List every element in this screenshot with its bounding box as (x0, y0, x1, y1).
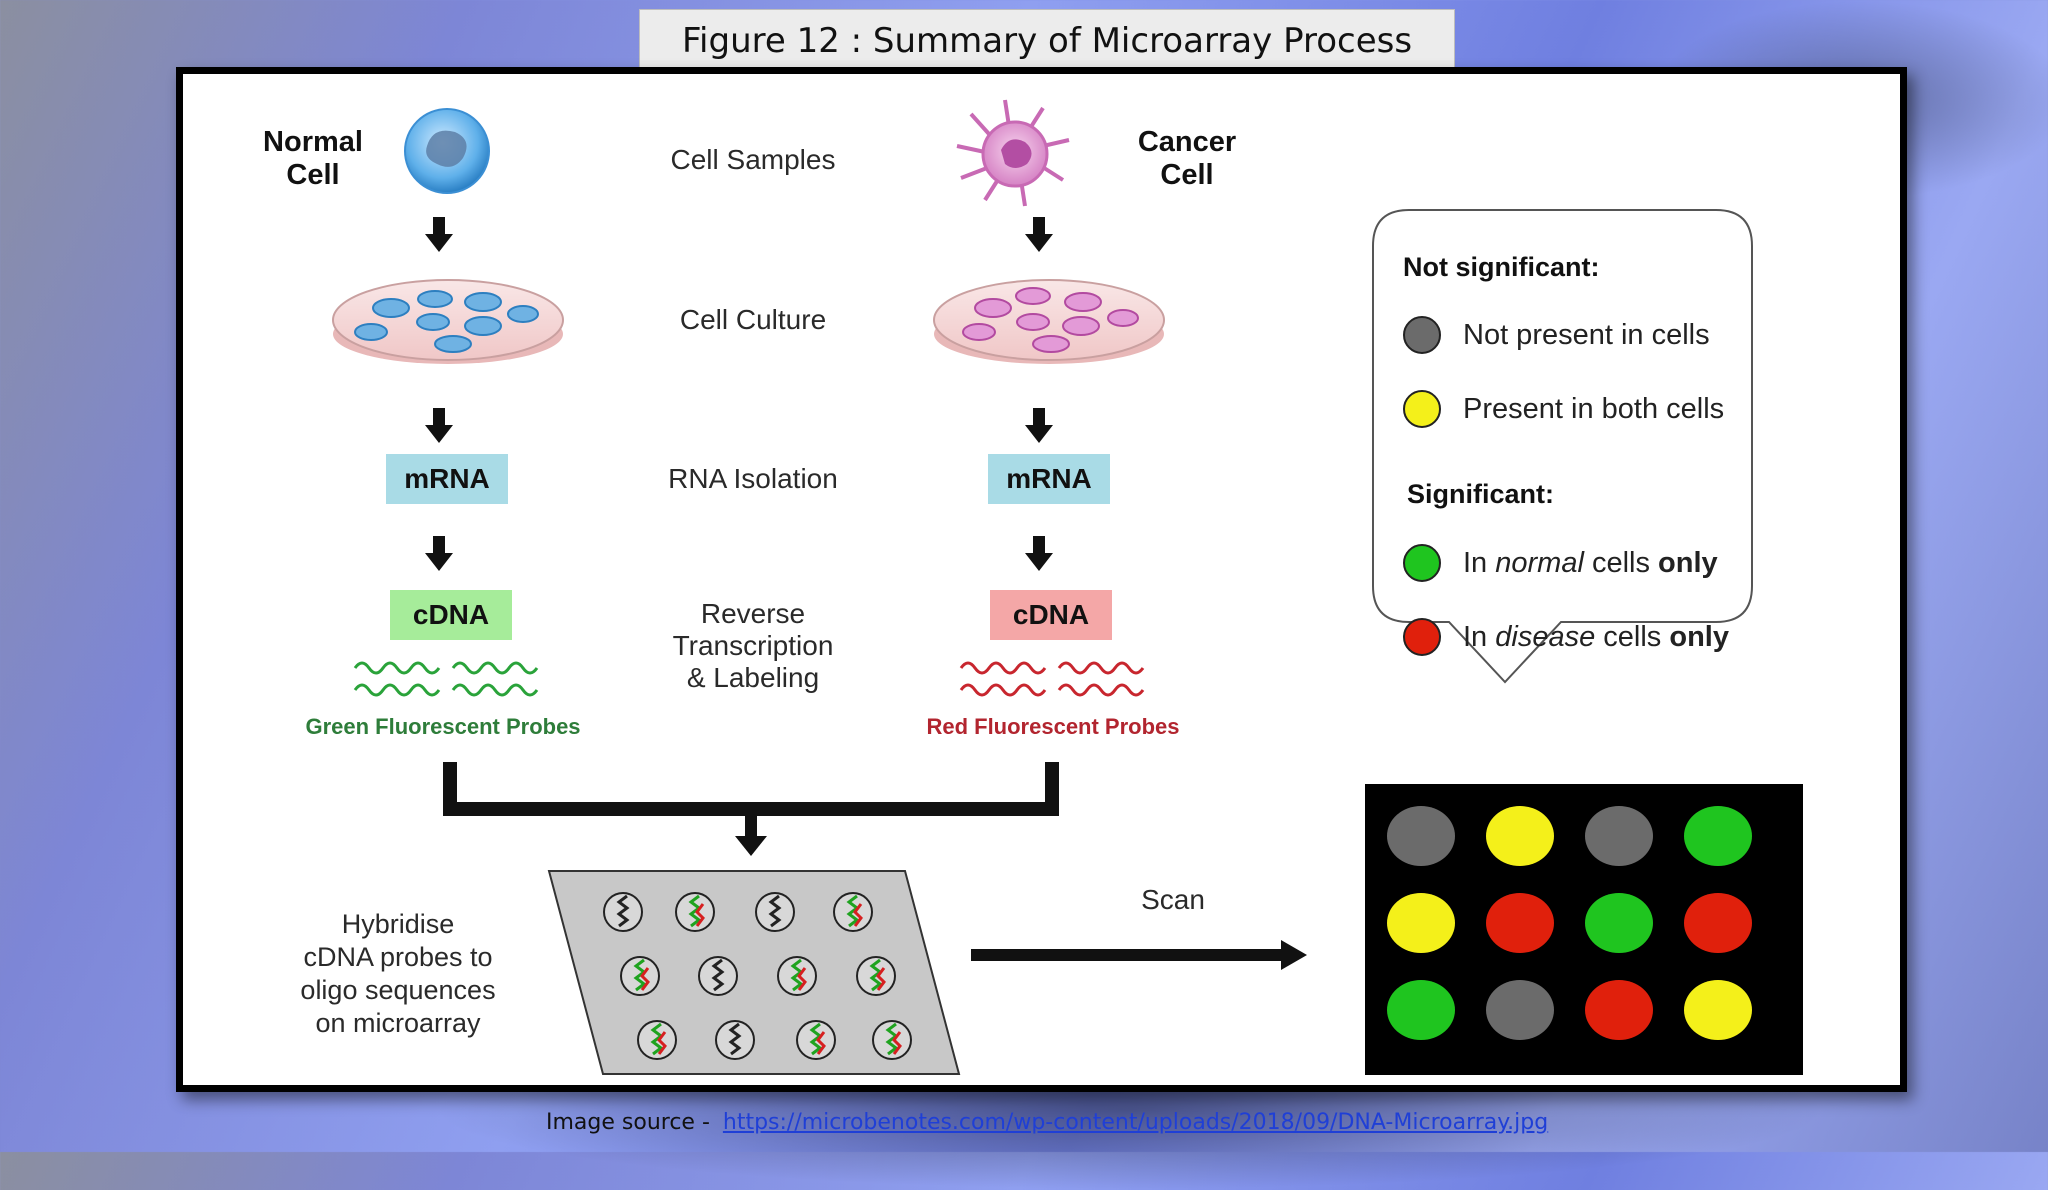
array-spot-green (1585, 893, 1653, 953)
green-probes-label: Green Fluorescent Probes (305, 714, 581, 739)
cancer-cell-culture-dish (933, 279, 1165, 364)
red-probes-label: Red Fluorescent Probes (926, 714, 1180, 739)
probe-strand (728, 1022, 742, 1056)
mrna-box-right (988, 454, 1110, 504)
probe-strand (633, 958, 647, 992)
probe-strand (846, 894, 860, 928)
probe-strand (869, 958, 883, 992)
probe-strand-red (853, 903, 863, 927)
array-spot-red (1684, 893, 1752, 953)
normal-cell-icon (404, 108, 490, 194)
probe-strand (885, 1022, 899, 1056)
array-spot-grey (1387, 806, 1455, 866)
mrna-label-left: mRNA (404, 463, 490, 494)
legend-not-significant-heading: Not significant: (1403, 252, 1600, 282)
array-spot-yellow (1684, 980, 1752, 1040)
normal-cell-culture-dish (332, 279, 564, 364)
microarray-slide-icon (547, 870, 961, 1075)
arrow-left-1 (425, 217, 453, 252)
green-dot-icon (1403, 544, 1441, 582)
diagram-graphics (332, 99, 1803, 1075)
legend-item-not-present: Not present in cells (1403, 316, 1710, 354)
merge-connector (443, 762, 1059, 856)
hybridise-label: Hybridise cDNA probes to oligo sequences… (300, 909, 496, 1038)
probe-strand (711, 958, 725, 992)
probe-strand (650, 1022, 664, 1056)
red-probes-icon (959, 661, 1145, 697)
cdna-box-right (990, 590, 1112, 640)
legend-item-normal-only: In normal cells only (1403, 544, 1718, 582)
step-rna-isolation: RNA Isolation (668, 463, 838, 494)
mrna-label-right: mRNA (1006, 463, 1092, 494)
probe-strand (688, 894, 702, 928)
mrna-box-left (386, 454, 508, 504)
figure-title: Figure 12 : Summary of Microarray Proces… (639, 9, 1455, 73)
step-cell-samples: Cell Samples (670, 144, 836, 175)
legend-item-both: Present in both cells (1403, 390, 1724, 428)
yellow-dot-icon (1403, 390, 1441, 428)
image-source: Image source - https://microbenotes.com/… (546, 1110, 1548, 1135)
green-probes-icon (353, 661, 539, 697)
arrow-right-3 (1025, 536, 1053, 571)
array-spot-yellow (1486, 806, 1554, 866)
probe-strand (768, 894, 782, 928)
legend-significant-heading: Significant: (1407, 479, 1554, 509)
arrow-left-2 (425, 408, 453, 443)
probe-strand-red (797, 967, 807, 991)
grey-dot-icon (1403, 316, 1441, 354)
probe-strand-red (640, 967, 650, 991)
array-spot-grey (1585, 806, 1653, 866)
probe-strand (790, 958, 804, 992)
probe-strand-red (695, 903, 705, 927)
arrow-right-1 (1025, 217, 1053, 252)
probe-strand-red (657, 1031, 667, 1055)
image-source-prefix: Image source - (546, 1110, 710, 1135)
arrow-right-2 (1025, 408, 1053, 443)
scan-arrow (971, 940, 1307, 970)
step-reverse-transcription: Reverse Transcription & Labeling (672, 598, 834, 694)
red-dot-icon (1403, 618, 1441, 656)
cdna-box-left (390, 590, 512, 640)
scan-label: Scan (1141, 884, 1205, 915)
array-spot-yellow (1387, 893, 1455, 953)
probe-strand-red (876, 967, 886, 991)
array-spot-green (1387, 980, 1455, 1040)
legend-bubble (1372, 209, 1753, 684)
array-spot-red (1486, 893, 1554, 953)
cdna-label-right: cDNA (1012, 599, 1090, 630)
probe-strand-red (892, 1031, 902, 1055)
probe-strand-red (816, 1031, 826, 1055)
cdna-label-left: cDNA (412, 599, 490, 630)
arrow-left-3 (425, 536, 453, 571)
probe-strand (616, 894, 630, 928)
array-spot-grey (1486, 980, 1554, 1040)
legend-item-disease-only: In disease cells only (1403, 618, 1729, 656)
image-source-link[interactable]: https://microbenotes.com/wp-content/uplo… (722, 1110, 1549, 1135)
probe-strand (809, 1022, 823, 1056)
cancer-cell-icon (956, 99, 1070, 207)
array-spot-green (1684, 806, 1752, 866)
step-cell-culture: Cell Culture (679, 304, 827, 335)
array-spot-red (1585, 980, 1653, 1040)
